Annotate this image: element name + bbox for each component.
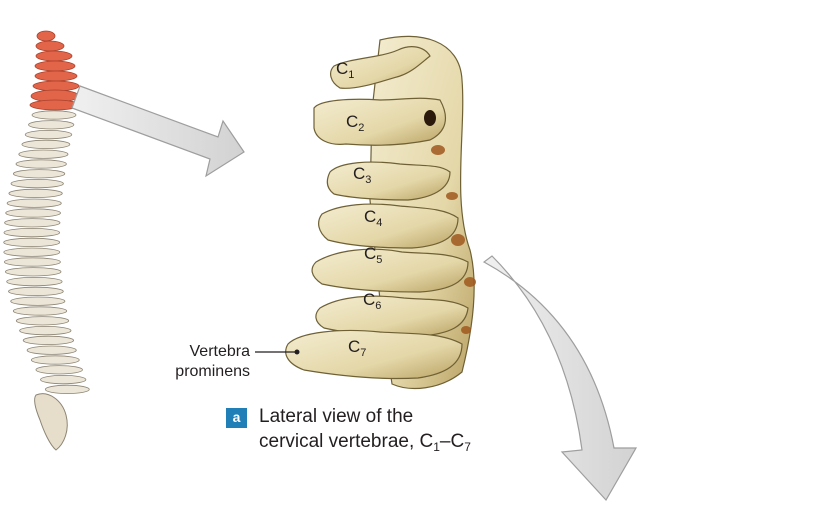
pointer-arrow-to-cervical — [72, 86, 244, 176]
vertebra-letter: C — [364, 207, 376, 226]
spine-vertebra — [25, 130, 72, 138]
spine-thoracic-lumbar — [4, 111, 90, 394]
spine-vertebra — [32, 111, 76, 119]
vertebra-letter: C — [353, 164, 365, 183]
spine-vertebra — [13, 307, 66, 315]
spine-vertebra — [29, 121, 74, 129]
vertebra-label: C1 — [336, 60, 354, 81]
spine-vertebra — [41, 375, 86, 383]
vertebra-number: 1 — [348, 69, 354, 81]
spine-vertebra — [16, 160, 66, 168]
callout-line-1: Vertebra — [150, 342, 250, 362]
spine-cervical-highlight — [30, 31, 80, 110]
vertebra-letter: C — [348, 337, 360, 356]
vertebra-number: 3 — [365, 174, 371, 186]
caption-range-dash: –C — [440, 431, 464, 452]
callout-line-2: prominens — [150, 362, 250, 382]
caption-line-2-prefix: cervical vertebrae, C — [259, 431, 433, 452]
c3 — [327, 162, 450, 200]
spine-vertebra — [13, 170, 64, 178]
vertebra-label: C2 — [346, 113, 364, 134]
spine-vertebra — [5, 268, 61, 276]
spine-vertebra — [4, 248, 60, 256]
c5 — [312, 249, 468, 292]
caption-badge: a — [226, 408, 247, 428]
vertebra-number: 4 — [376, 217, 382, 229]
callout-leader-dot — [295, 350, 300, 355]
spine-vertebra — [23, 336, 73, 344]
spine-vertebra — [7, 277, 62, 285]
transverse-foramen — [424, 110, 436, 126]
spine-column-thumbnail — [4, 31, 90, 450]
vertebra-number: 5 — [376, 254, 382, 266]
vertebra-label: C4 — [364, 208, 382, 229]
spine-vertebra — [27, 346, 76, 354]
vertebra-number: 2 — [358, 122, 364, 134]
pointer-arrow-down — [484, 256, 636, 500]
vertebra-letter: C — [364, 244, 376, 263]
c4 — [319, 204, 458, 248]
vertebra-label: C6 — [363, 291, 381, 312]
caption-range-start: 1 — [433, 440, 440, 454]
vertebra-letter: C — [336, 59, 348, 78]
spine-vertebra — [6, 209, 61, 217]
vertebra-label: C3 — [353, 165, 371, 186]
spine-vertebra — [22, 140, 70, 148]
caption-line-2: cervical vertebrae, C1–C7 — [259, 430, 471, 459]
caption-range-end: 7 — [464, 440, 471, 454]
vertebra-letter: C — [363, 290, 375, 309]
vertebra-label: C5 — [364, 245, 382, 266]
caption-line-1: Lateral view of the — [259, 405, 413, 429]
spine-vertebra — [31, 356, 79, 364]
spine-vertebra — [4, 238, 60, 246]
vertebra-prominens-callout: Vertebra prominens — [150, 342, 250, 382]
spine-vertebra — [19, 150, 68, 158]
spine-vertebra — [36, 366, 83, 374]
spine-vertebra — [16, 317, 68, 325]
spine-vertebra — [4, 258, 60, 266]
vertebra-letter: C — [346, 112, 358, 131]
spine-vertebra — [45, 385, 89, 393]
spine-vertebra — [20, 326, 71, 334]
c7-vertebra-prominens — [286, 331, 462, 379]
c6 — [316, 296, 468, 336]
vertebra-label: C7 — [348, 338, 366, 359]
spine-vertebra — [11, 179, 63, 187]
vertebra-number: 6 — [375, 300, 381, 312]
spine-vertebra — [5, 219, 60, 227]
spine-vertebra — [4, 228, 60, 236]
spine-vertebra — [9, 287, 64, 295]
spine-vertebra — [9, 189, 62, 197]
sacrum — [35, 394, 68, 450]
spine-vertebra — [7, 199, 61, 207]
vertebra-number: 7 — [360, 347, 366, 359]
spine-vertebra — [11, 297, 65, 305]
